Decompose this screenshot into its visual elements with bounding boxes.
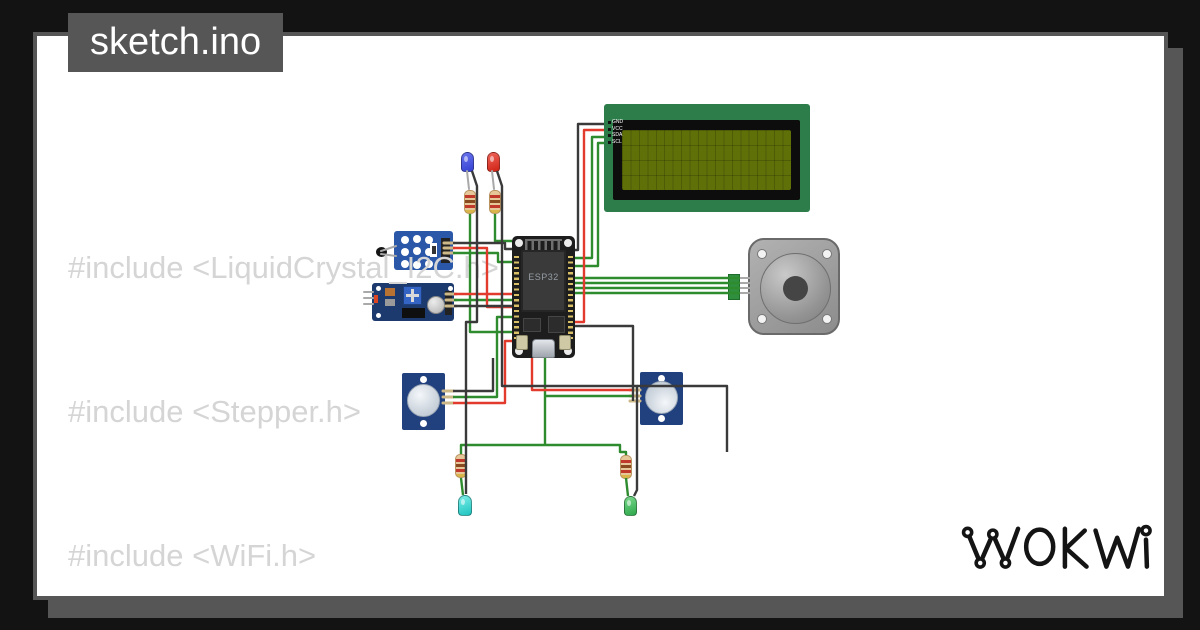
lcd-pin-gnd: GND <box>608 120 623 125</box>
mount-hole <box>658 375 665 382</box>
thermistor <box>376 247 387 257</box>
pir-motion-sensor-right <box>640 372 683 425</box>
lcd-pin-scl: SCL <box>608 139 623 145</box>
logo-node <box>961 526 974 539</box>
green-led <box>624 496 637 516</box>
mount-hole <box>658 415 665 422</box>
wire-lcd-scl <box>575 141 604 268</box>
screw-hole <box>822 249 832 259</box>
lcd2004-display: GND VCC SDA SCL <box>604 104 810 212</box>
stepper-shaft <box>783 276 808 301</box>
gas-pin-header <box>445 291 452 315</box>
esp32-chip <box>548 316 565 333</box>
lcd-bezel <box>613 120 800 200</box>
stepper-connector <box>728 274 740 300</box>
logo-letter-w2 <box>1093 526 1142 569</box>
logo-letter-o <box>1023 527 1056 567</box>
logo-letter-i <box>1143 537 1150 569</box>
screw-hole <box>757 314 767 324</box>
smd-capacitor <box>385 299 395 306</box>
smd-capacitor <box>385 288 395 296</box>
logo-node <box>1140 524 1152 537</box>
code-line: #include <LiquidCrystal_I2C.h> <box>68 250 499 285</box>
lcd-screen <box>622 130 791 190</box>
resistor <box>620 455 632 479</box>
code-preview: #include <LiquidCrystal_I2C.h> #include … <box>68 148 549 596</box>
logo-node <box>974 557 987 569</box>
mount-hole <box>420 420 427 427</box>
stepper-motor <box>748 238 840 335</box>
stepper-face <box>760 253 831 324</box>
content-panel: #include <LiquidCrystal_I2C.h> #include … <box>33 32 1168 600</box>
code-line: #include <WiFi.h> <box>68 538 317 573</box>
wire-pir-right-gnd <box>575 324 635 401</box>
file-tab: sketch.ino <box>68 13 284 72</box>
pcb-pads <box>376 286 381 291</box>
logo-node <box>986 528 999 541</box>
cyan-led <box>458 495 472 516</box>
pcb-pads <box>401 236 409 244</box>
wire-resistor-green-led <box>624 477 630 497</box>
screw-hole <box>757 249 767 259</box>
logo-node <box>999 557 1012 569</box>
smd-component <box>430 243 437 257</box>
wire-lcd-sda <box>575 135 604 260</box>
module-led <box>374 295 378 303</box>
mount-hole <box>420 376 427 383</box>
code-line: #include <Stepper.h> <box>68 394 362 429</box>
potentiometer <box>403 286 422 305</box>
esp32-pin-row-right <box>568 256 573 342</box>
temp-pin-header <box>441 238 450 263</box>
lcd-pin-sda: SDA <box>608 133 623 138</box>
pir-motion-sensor-left <box>402 373 445 430</box>
lcd-pin-vcc: VCC <box>608 126 623 132</box>
pir-dome <box>407 384 440 417</box>
temperature-sensor-module <box>394 231 453 270</box>
panel-content: #include <LiquidCrystal_I2C.h> #include … <box>37 36 1164 596</box>
pir-dome <box>645 381 678 414</box>
esp32-boot-button <box>559 335 571 350</box>
file-name: sketch.ino <box>90 21 262 63</box>
wire-lcd-gnd <box>575 122 604 252</box>
wire-lcd-vcc <box>575 128 604 324</box>
wokwi-logo: WOKWI <box>961 524 1152 569</box>
screw-hole <box>822 314 832 324</box>
lcd-pin-header: GND VCC SDA SCL <box>608 120 623 145</box>
comparator-ic <box>402 308 425 318</box>
logo-letter-k-leg <box>1066 548 1089 569</box>
mount-hole <box>564 239 572 247</box>
logo-letter-k-arm <box>1063 528 1087 551</box>
